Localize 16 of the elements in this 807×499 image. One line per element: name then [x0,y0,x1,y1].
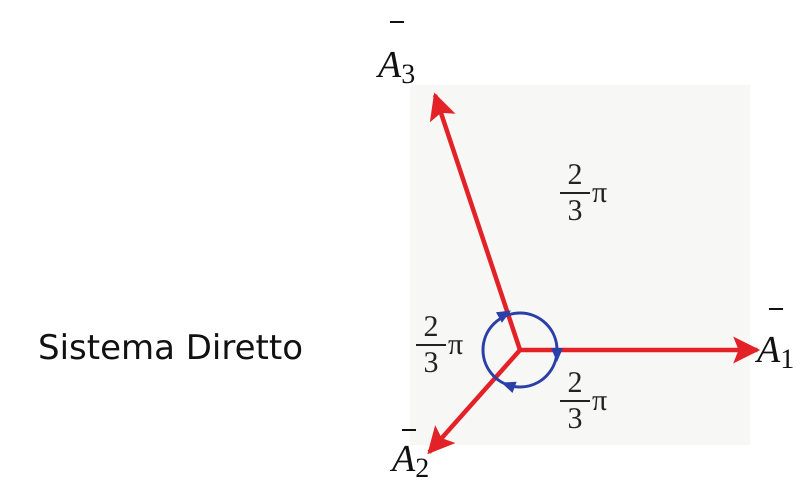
pi-symbol: π [592,178,608,208]
pi-symbol: π [592,386,608,416]
fraction-denominator: 3 [566,196,584,226]
phasor-arrow [427,348,522,454]
vector-label: A$_{1}$ [757,331,794,374]
fraction-numerator: 2 [560,368,590,402]
phasor-arrow [520,336,760,364]
vector-label: A$_{3}$ [378,46,416,89]
fraction-numerator: 2 [560,160,590,194]
fraction-denominator: 3 [422,348,440,378]
diagram-title: Sistema Diretto [38,328,303,368]
fraction-denominator: 3 [566,404,584,434]
pi-symbol: π [448,330,464,360]
fraction-numerator: 2 [416,312,446,346]
phasor-arrow [430,92,522,351]
vector-label: A$_{2}$ [392,440,430,483]
